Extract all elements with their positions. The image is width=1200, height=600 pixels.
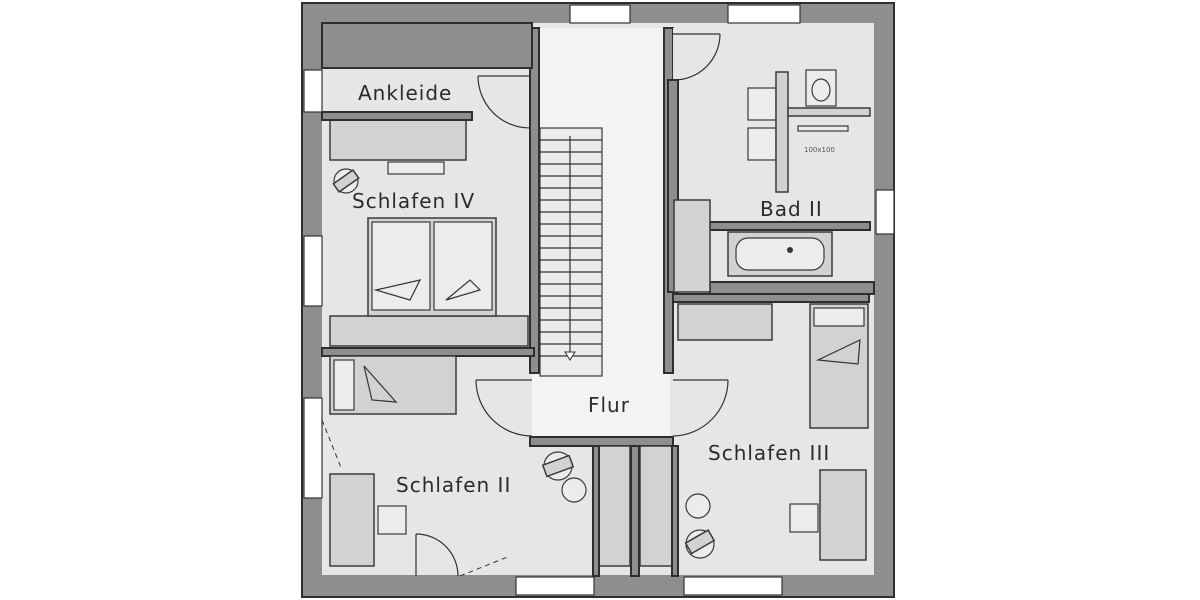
window-left-1 bbox=[303, 69, 323, 113]
schlafen-ii-door bbox=[415, 533, 459, 577]
ankleide-divider bbox=[321, 111, 473, 121]
shower: 100x100 bbox=[787, 107, 871, 154]
schlafen-iii-left-wall bbox=[671, 445, 679, 577]
window-bottom-1 bbox=[515, 576, 595, 596]
stair-left-wall bbox=[529, 27, 540, 374]
desk-schlafen-ii bbox=[329, 473, 375, 567]
double-sink bbox=[747, 71, 789, 193]
desk-schlafen-iv bbox=[387, 161, 445, 175]
double-bed bbox=[367, 217, 497, 317]
room-label-schlafen-ii: Schlafen II bbox=[396, 473, 511, 497]
bath-bottom-wall bbox=[709, 281, 875, 295]
staircase bbox=[539, 127, 603, 377]
chair-schlafen-iv bbox=[332, 168, 360, 194]
closet-middle-right bbox=[639, 445, 673, 567]
toilet bbox=[805, 69, 837, 107]
middle-divider-wall bbox=[630, 445, 640, 577]
room-label-bad-ii: Bad II bbox=[760, 197, 823, 221]
flur-door-left bbox=[475, 379, 533, 437]
window-top-right bbox=[727, 4, 801, 24]
single-bed-schlafen-iii bbox=[809, 303, 869, 429]
chair-schlafen-ii bbox=[377, 505, 407, 535]
schlafen-ii-right-wall bbox=[592, 445, 600, 577]
room-label-schlafen-iii: Schlafen III bbox=[708, 441, 830, 465]
schlafen-ii-top-wall bbox=[321, 347, 535, 357]
room-label-flur: Flur bbox=[588, 393, 630, 417]
chair-schlafen-iii bbox=[789, 503, 819, 533]
window-left-2 bbox=[303, 235, 323, 307]
flur-door-right bbox=[672, 379, 729, 437]
window-right-1 bbox=[875, 189, 895, 235]
table-set-schlafen-ii bbox=[541, 451, 587, 503]
schlafen-iii-top-wall bbox=[672, 293, 870, 303]
table-set-schlafen-iii bbox=[684, 493, 716, 559]
schlafen-iii-wardrobe bbox=[677, 303, 773, 341]
ankleide-wardrobe-bottom bbox=[329, 117, 467, 161]
bathtub bbox=[727, 231, 833, 277]
window-top-left bbox=[569, 4, 631, 24]
closet-middle-left bbox=[597, 445, 631, 567]
desk-schlafen-iii bbox=[819, 469, 867, 561]
bath-mid-wall bbox=[709, 221, 871, 231]
window-bottom-2 bbox=[683, 576, 783, 596]
ankleide-door bbox=[477, 75, 531, 129]
window-left-3 bbox=[303, 397, 323, 499]
room-label-schlafen-iv: Schlafen IV bbox=[352, 189, 475, 213]
single-bed-schlafen-ii bbox=[329, 355, 457, 415]
room-label-ankleide: Ankleide bbox=[358, 81, 452, 105]
bath-door bbox=[672, 33, 721, 81]
ankleide-wall-top bbox=[321, 22, 533, 69]
hallway-bottom-wall bbox=[529, 436, 674, 447]
shower-size-label: 100x100 bbox=[804, 146, 835, 154]
schlafen-iv-wardrobe bbox=[329, 315, 529, 347]
bath-cupboard bbox=[673, 199, 711, 293]
